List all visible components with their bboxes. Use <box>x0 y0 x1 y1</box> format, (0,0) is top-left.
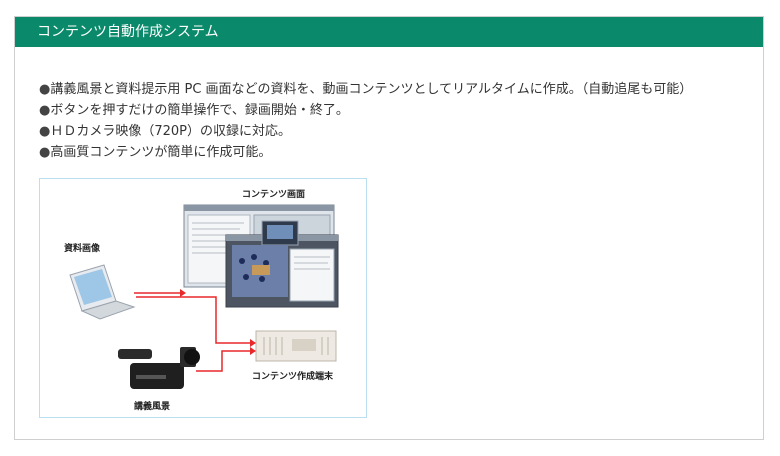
section-header: コンテンツ自動作成システム <box>15 17 763 47</box>
bullet-mark: ● <box>39 103 51 118</box>
label-lecture: 講義風景 <box>134 402 171 412</box>
list-item: ●講義風景と資料提示用 PC 画面などの資料を、動画コンテンツとしてリアルタイム… <box>39 79 692 100</box>
arrow-head <box>250 347 256 355</box>
connection-arrows <box>134 289 256 372</box>
terminal-device-icon <box>255 330 337 362</box>
camera-icon <box>118 347 200 389</box>
arrow-laptop-to-terminal <box>136 296 250 344</box>
list-item: ●高画質コンテンツが簡単に作成可能。 <box>39 142 692 163</box>
content-screen-image <box>183 204 339 308</box>
feature-list: ●講義風景と資料提示用 PC 画面などの資料を、動画コンテンツとしてリアルタイム… <box>39 79 692 163</box>
feature-text: ボタンを押すだけの簡単操作で、録画開始・終了。 <box>50 103 349 118</box>
label-terminal: コンテンツ作成端末 <box>252 372 334 382</box>
system-diagram: コンテンツ画面 資料画像 コンテンツ作成端末 講義風景 <box>39 178 367 418</box>
label-content-screen: コンテンツ画面 <box>242 190 306 200</box>
bullet-mark: ● <box>39 82 51 97</box>
label-material-image: 資料画像 <box>64 244 101 254</box>
arrow-head <box>250 339 256 347</box>
laptop-icon <box>69 264 136 320</box>
arrow-head <box>180 289 186 297</box>
list-item: ●ボタンを押すだけの簡単操作で、録画開始・終了。 <box>39 100 692 121</box>
bullet-mark: ● <box>39 124 51 139</box>
feature-text: 高画質コンテンツが簡単に作成可能。 <box>50 145 272 160</box>
section-title: コンテンツ自動作成システム <box>37 24 219 40</box>
list-item: ●ＨＤカメラ映像（720P）の収録に対応。 <box>39 121 692 142</box>
feature-text: 講義風景と資料提示用 PC 画面などの資料を、動画コンテンツとしてリアルタイムに… <box>50 82 693 97</box>
arrow-camera-to-terminal <box>196 350 250 372</box>
bullet-mark: ● <box>39 145 51 160</box>
feature-text: ＨＤカメラ映像（720P）の収録に対応。 <box>50 124 291 139</box>
system-diagram-graphic <box>69 204 339 389</box>
content-frame: コンテンツ自動作成システム ●講義風景と資料提示用 PC 画面などの資料を、動画… <box>14 16 764 440</box>
